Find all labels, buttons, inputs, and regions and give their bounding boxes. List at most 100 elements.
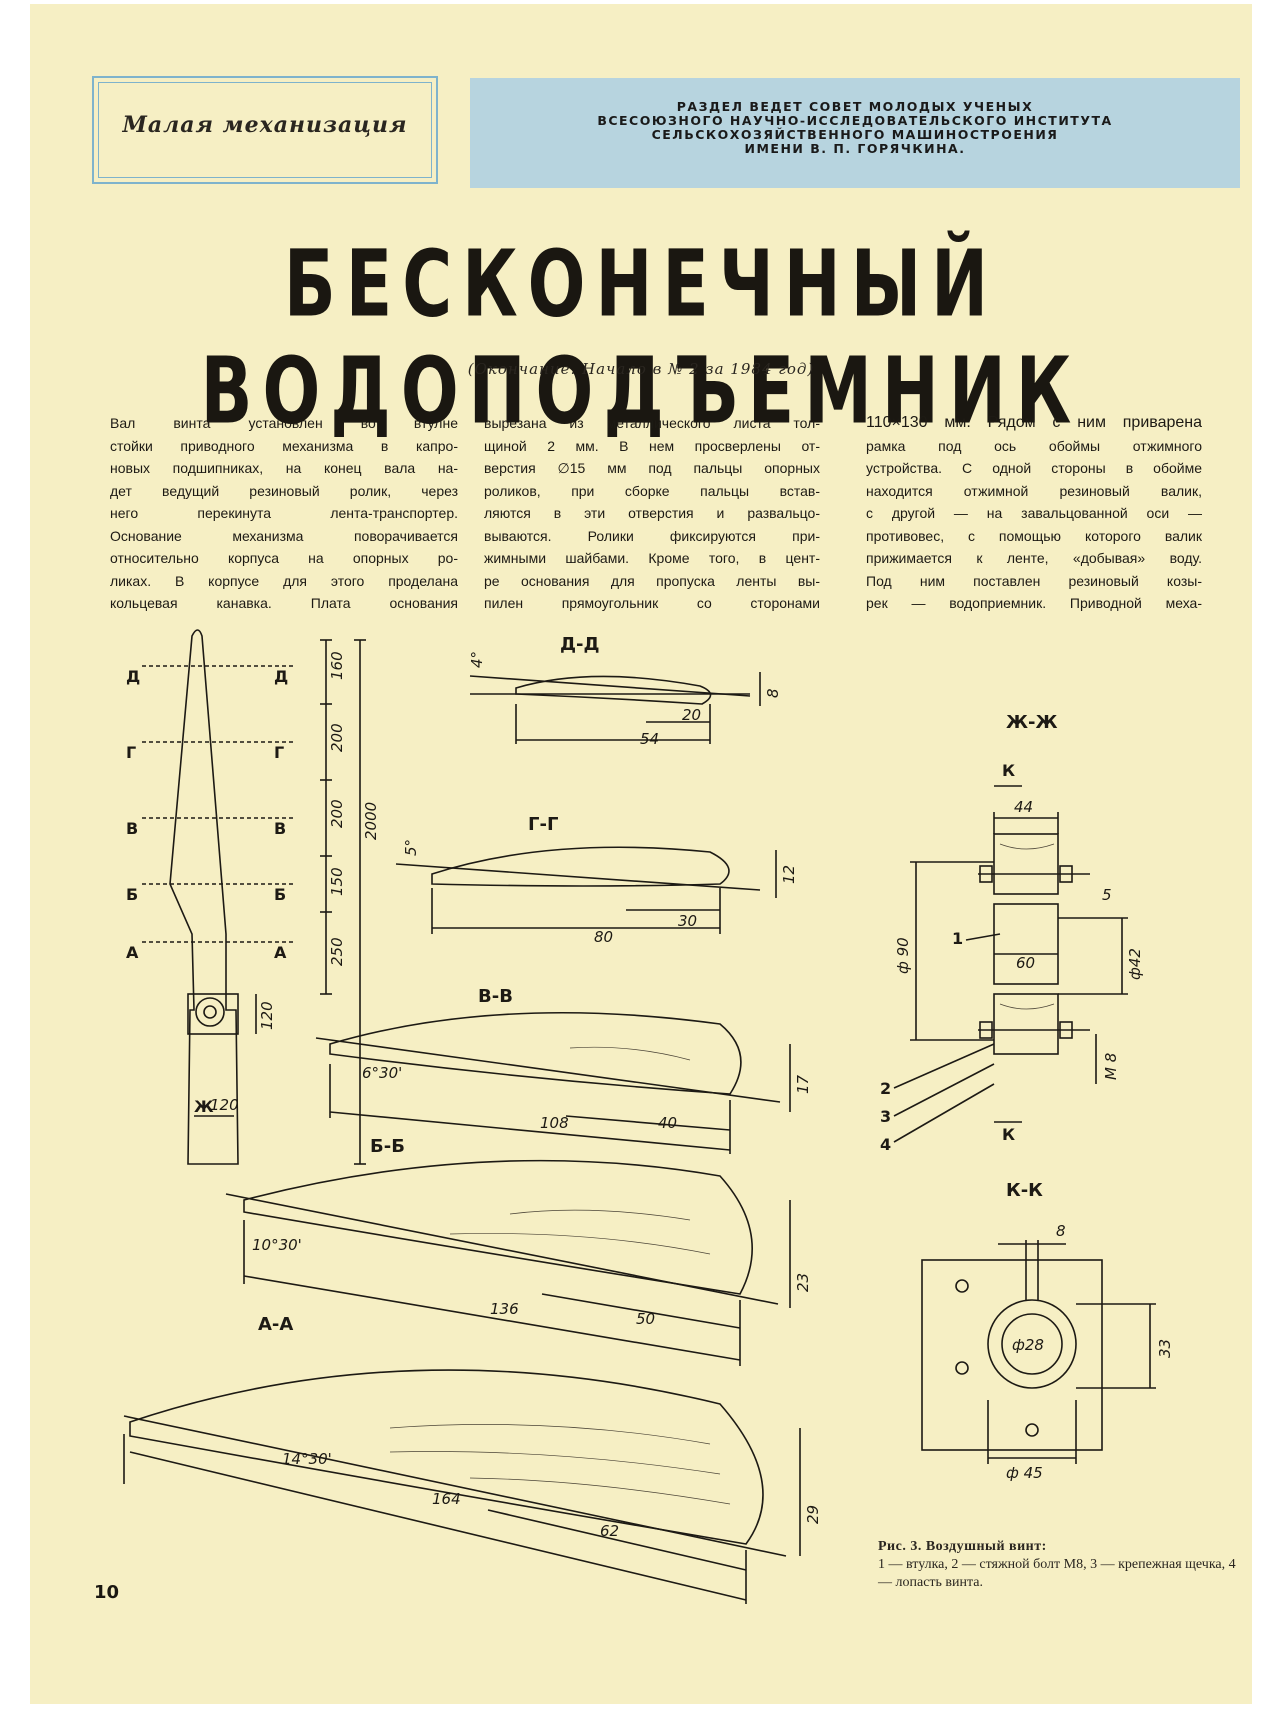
text-line: него перекинута лента-транспортер.	[110, 505, 458, 521]
dim-label: 5°	[402, 839, 420, 856]
section-v-profile	[329, 1012, 742, 1095]
part-number: 2	[880, 1079, 891, 1098]
text-line: роликов, при сборке пальцы встав-	[484, 482, 820, 499]
dim-label: ф 90	[894, 937, 912, 974]
dim-label: 4°	[468, 651, 486, 668]
continuation-note: (Окончание. Начало в № 2 за 1984 год)	[467, 360, 815, 378]
dim-label: 60	[1016, 954, 1035, 972]
text-line: дет ведущий резиновый ролик, через	[110, 482, 458, 499]
caption-title: Рис. 3. Воздушный винт:	[878, 1539, 1047, 1554]
council-banner: РАЗДЕЛ ВЕДЕТ СОВЕТ МОЛОДЫХ УЧЕНЫХ ВСЕСОЮ…	[470, 78, 1240, 188]
council-line: ВСЕСОЮЗНОГО НАУЧНО-ИССЛЕДОВАТЕЛЬСКОГО ИН…	[597, 113, 1113, 128]
dim-label: 2000	[362, 802, 380, 840]
k-section-plate	[921, 1259, 1103, 1451]
text-line: 110×130 мм. Рядом с ним приварена	[866, 414, 1202, 431]
dim-label: 8	[1056, 1222, 1066, 1240]
hub-circle	[195, 997, 225, 1027]
dim-label: ф42	[1126, 948, 1144, 980]
cut-label: К	[1002, 761, 1015, 780]
dim-label: 6°30'	[362, 1064, 402, 1082]
dim-label: 30	[678, 912, 697, 930]
blade-outline	[169, 629, 239, 1165]
dim-label: 10°30'	[252, 1236, 302, 1254]
text-line: Под ним поставлен резиновый козы-	[866, 572, 1202, 589]
part-number: 1	[952, 929, 963, 948]
dim-label: 23	[794, 1273, 812, 1292]
dim-label: 14°30'	[282, 1450, 332, 1468]
dim-label: 54	[640, 730, 659, 748]
section-name: В-В	[478, 986, 513, 1007]
dim-label: 250	[328, 937, 346, 966]
text-line: прижимается к ленте, «добывая» воду.	[866, 550, 1202, 566]
dim-label: 8	[764, 688, 782, 698]
dim-label: 12	[780, 865, 798, 884]
council-text: РАЗДЕЛ ВЕДЕТ СОВЕТ МОЛОДЫХ УЧЕНЫХ ВСЕСОЮ…	[470, 100, 1240, 156]
text-line: относительно корпуса на опорных ро-	[110, 550, 458, 566]
article-title: БЕСКОНЕЧНЫЙ ВОДОПОДЪЕМНИК	[200, 232, 1082, 446]
text-line: устройства. С одной стороны в обойме	[866, 460, 1202, 476]
dim-label: 62	[600, 1522, 619, 1540]
text-line: рамка под ось обоймы отжимного	[866, 437, 1202, 454]
council-line: СЕЛЬСКОХОЗЯЙСТВЕННОГО МАШИНОСТРОЕНИЯ	[651, 127, 1059, 142]
dim-label: М 8	[1102, 1053, 1120, 1080]
part-number: 3	[880, 1107, 891, 1126]
dim-label: 33	[1156, 1339, 1174, 1358]
dim-label: 200	[328, 723, 346, 752]
dim-label: 164	[432, 1490, 461, 1508]
text-line: Основание механизма поворачивается	[110, 527, 458, 544]
council-line: РАЗДЕЛ ВЕДЕТ СОВЕТ МОЛОДЫХ УЧЕНЫХ	[676, 99, 1034, 114]
section-name: Г-Г	[528, 814, 558, 835]
station-label: А	[274, 943, 287, 962]
hub-cheek-bottom	[993, 993, 1059, 1055]
dim-label: 17	[794, 1074, 812, 1094]
section-name: Б-Б	[370, 1136, 405, 1157]
section-title: Малая механизация	[122, 112, 408, 138]
text-column-3: 110×130 мм. Рядом с ним приварена рамка …	[866, 412, 1202, 615]
text-line: ляются в эти отверстия и развальцо-	[484, 505, 820, 521]
station-label: В	[126, 819, 138, 838]
text-line: кольцевая канавка. Плата основания	[110, 595, 458, 611]
section-header-box: Малая механизация	[92, 76, 438, 184]
text-line: находится отжимной резиновый валик,	[866, 482, 1202, 499]
text-column-2: вырезана из металлического листа тол- щи…	[484, 412, 820, 615]
text-line: щиной 2 мм. В нем просверлены от-	[484, 437, 820, 454]
k-section-ring-inner	[1001, 1313, 1063, 1375]
station-label: В	[274, 819, 286, 838]
dim-label: 200	[328, 799, 346, 828]
section-b-profile	[243, 1159, 753, 1295]
magazine-page: Малая механизация РАЗДЕЛ ВЕДЕТ СОВЕТ МОЛ…	[30, 4, 1252, 1704]
text-line: с другой — на завальцованной оси —	[866, 505, 1202, 521]
text-line: новых подшипниках, на конец вала на-	[110, 460, 458, 476]
text-line: верстия ∅15 мм под пальцы опорных	[484, 460, 820, 476]
hub-sleeve	[993, 903, 1059, 985]
station-label: Г	[274, 743, 284, 762]
section-a-profile	[129, 1369, 764, 1545]
text-line: противовес, с помощью которого валик	[866, 527, 1202, 544]
station-label: Д	[274, 667, 288, 686]
dim-label: 20	[682, 706, 701, 724]
figure-caption: Рис. 3. Воздушный винт: 1 — втулка, 2 — …	[878, 1538, 1242, 1592]
station-label: А	[126, 943, 139, 962]
station-label: Б	[126, 885, 138, 904]
dim-label: 5	[1102, 886, 1112, 904]
text-line: стойки приводного механизма в капро-	[110, 437, 458, 454]
dim-label: 120	[210, 1096, 239, 1114]
text-line: пилен прямоугольник со сторонами	[484, 595, 820, 611]
dim-label: 44	[1014, 798, 1033, 816]
part-number: 4	[880, 1135, 891, 1154]
section-name: К-К	[1006, 1180, 1043, 1201]
station-label: Б	[274, 885, 286, 904]
hub-plate	[187, 993, 239, 1035]
dim-label: ф 45	[1006, 1464, 1043, 1482]
cut-label: К	[1002, 1125, 1015, 1144]
propeller-drawing: Д Д Г Г В В Б Б А А Ж 160 200 200 150 25…	[123, 629, 1174, 1604]
text-line: ре основания для пропуска ленты вы-	[484, 572, 820, 589]
text-line: жимными шайбами. Кроме того, в цент-	[484, 550, 820, 566]
text-line: рек — водоприемник. Приводной меха-	[866, 595, 1202, 611]
k-section-ring-outer	[987, 1299, 1077, 1389]
text-line: вываются. Ролики фиксируются при-	[484, 527, 820, 544]
dim-label: ф28	[1012, 1336, 1044, 1354]
section-name: А-А	[258, 1314, 293, 1335]
section-g-profile	[431, 846, 730, 887]
dim-label: 160	[328, 651, 346, 680]
